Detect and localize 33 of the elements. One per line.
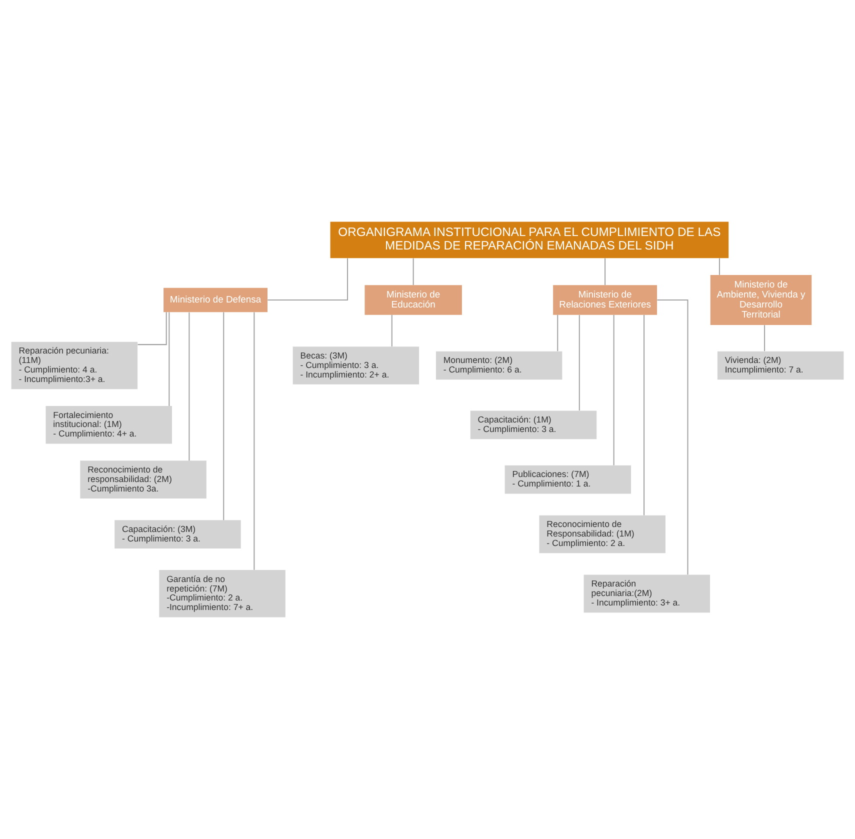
connector [718,258,720,275]
connector [391,314,392,346]
connector [138,312,167,346]
connector [764,325,766,352]
node-box: Becas: (3M) - Cumplimiento: 3 a. - Incumplimiento: 2+ a. [292,346,420,384]
node-box: Garantía de no repetición: (7M) -Cumplimiento: 2 a. -Incumplimiento: 7+ a. [159,570,286,618]
node-box: Vivienda: (2M) Incumplimiento: 7 a. [717,351,844,380]
node-box: Publicaciones: (7M) - Cumplimiento: 1 a. [504,465,632,494]
node-box: Ministerio de Defensa [164,288,268,312]
connector [578,315,580,411]
connector [604,258,606,285]
connector [254,312,255,570]
node-box: Fortalecimiento institucional: (1M) - Cumplimiento: 4+ a. [46,406,172,444]
node-box: Ministerio de Relaciones Exteriores [553,285,658,315]
node-box: Ministerio de Ambiente, Vivienda y Desarrollo Territorial [710,275,812,325]
node-box: Reparación pecuniaria: (11M) - Cumplimiento: 4 a. - Incumplimiento:3+ a. [11,342,138,390]
node-box: Reparación pecuniaria:(2M) - Incumplimiento: 3+ a. [584,574,710,613]
node-box: Capacitación: (1M) - Cumplimiento: 3 a. [470,410,597,440]
connector [223,312,224,520]
connector [557,314,558,352]
connector [412,258,414,285]
connector [168,312,170,406]
node-box: Ministerio de Educación [364,285,462,315]
node-box: Capacitación: (3M) - Cumplimiento: 3 a. [114,520,241,548]
node-box: Monumento: (2M) - Cumplimiento: 6 a. [436,351,562,380]
connector [268,258,348,301]
connector [613,315,614,466]
connector [657,300,688,575]
node-box: ORGANIGRAMA INSTITUCIONAL PARA EL CUMPLIMIENTO DE LAS MEDIDAS DE REPARACIÓN EMANADAS DEL SIDH [330,222,729,258]
connector [188,312,190,461]
node-box: Reconocimiento de Responsabilidad: (1M) - Cumplimiento: 2 a. [539,515,666,554]
connector [644,315,645,516]
node-box: Reconocimiento de responsabilidad: (2M) -Cumplimiento 3a. [80,460,206,498]
